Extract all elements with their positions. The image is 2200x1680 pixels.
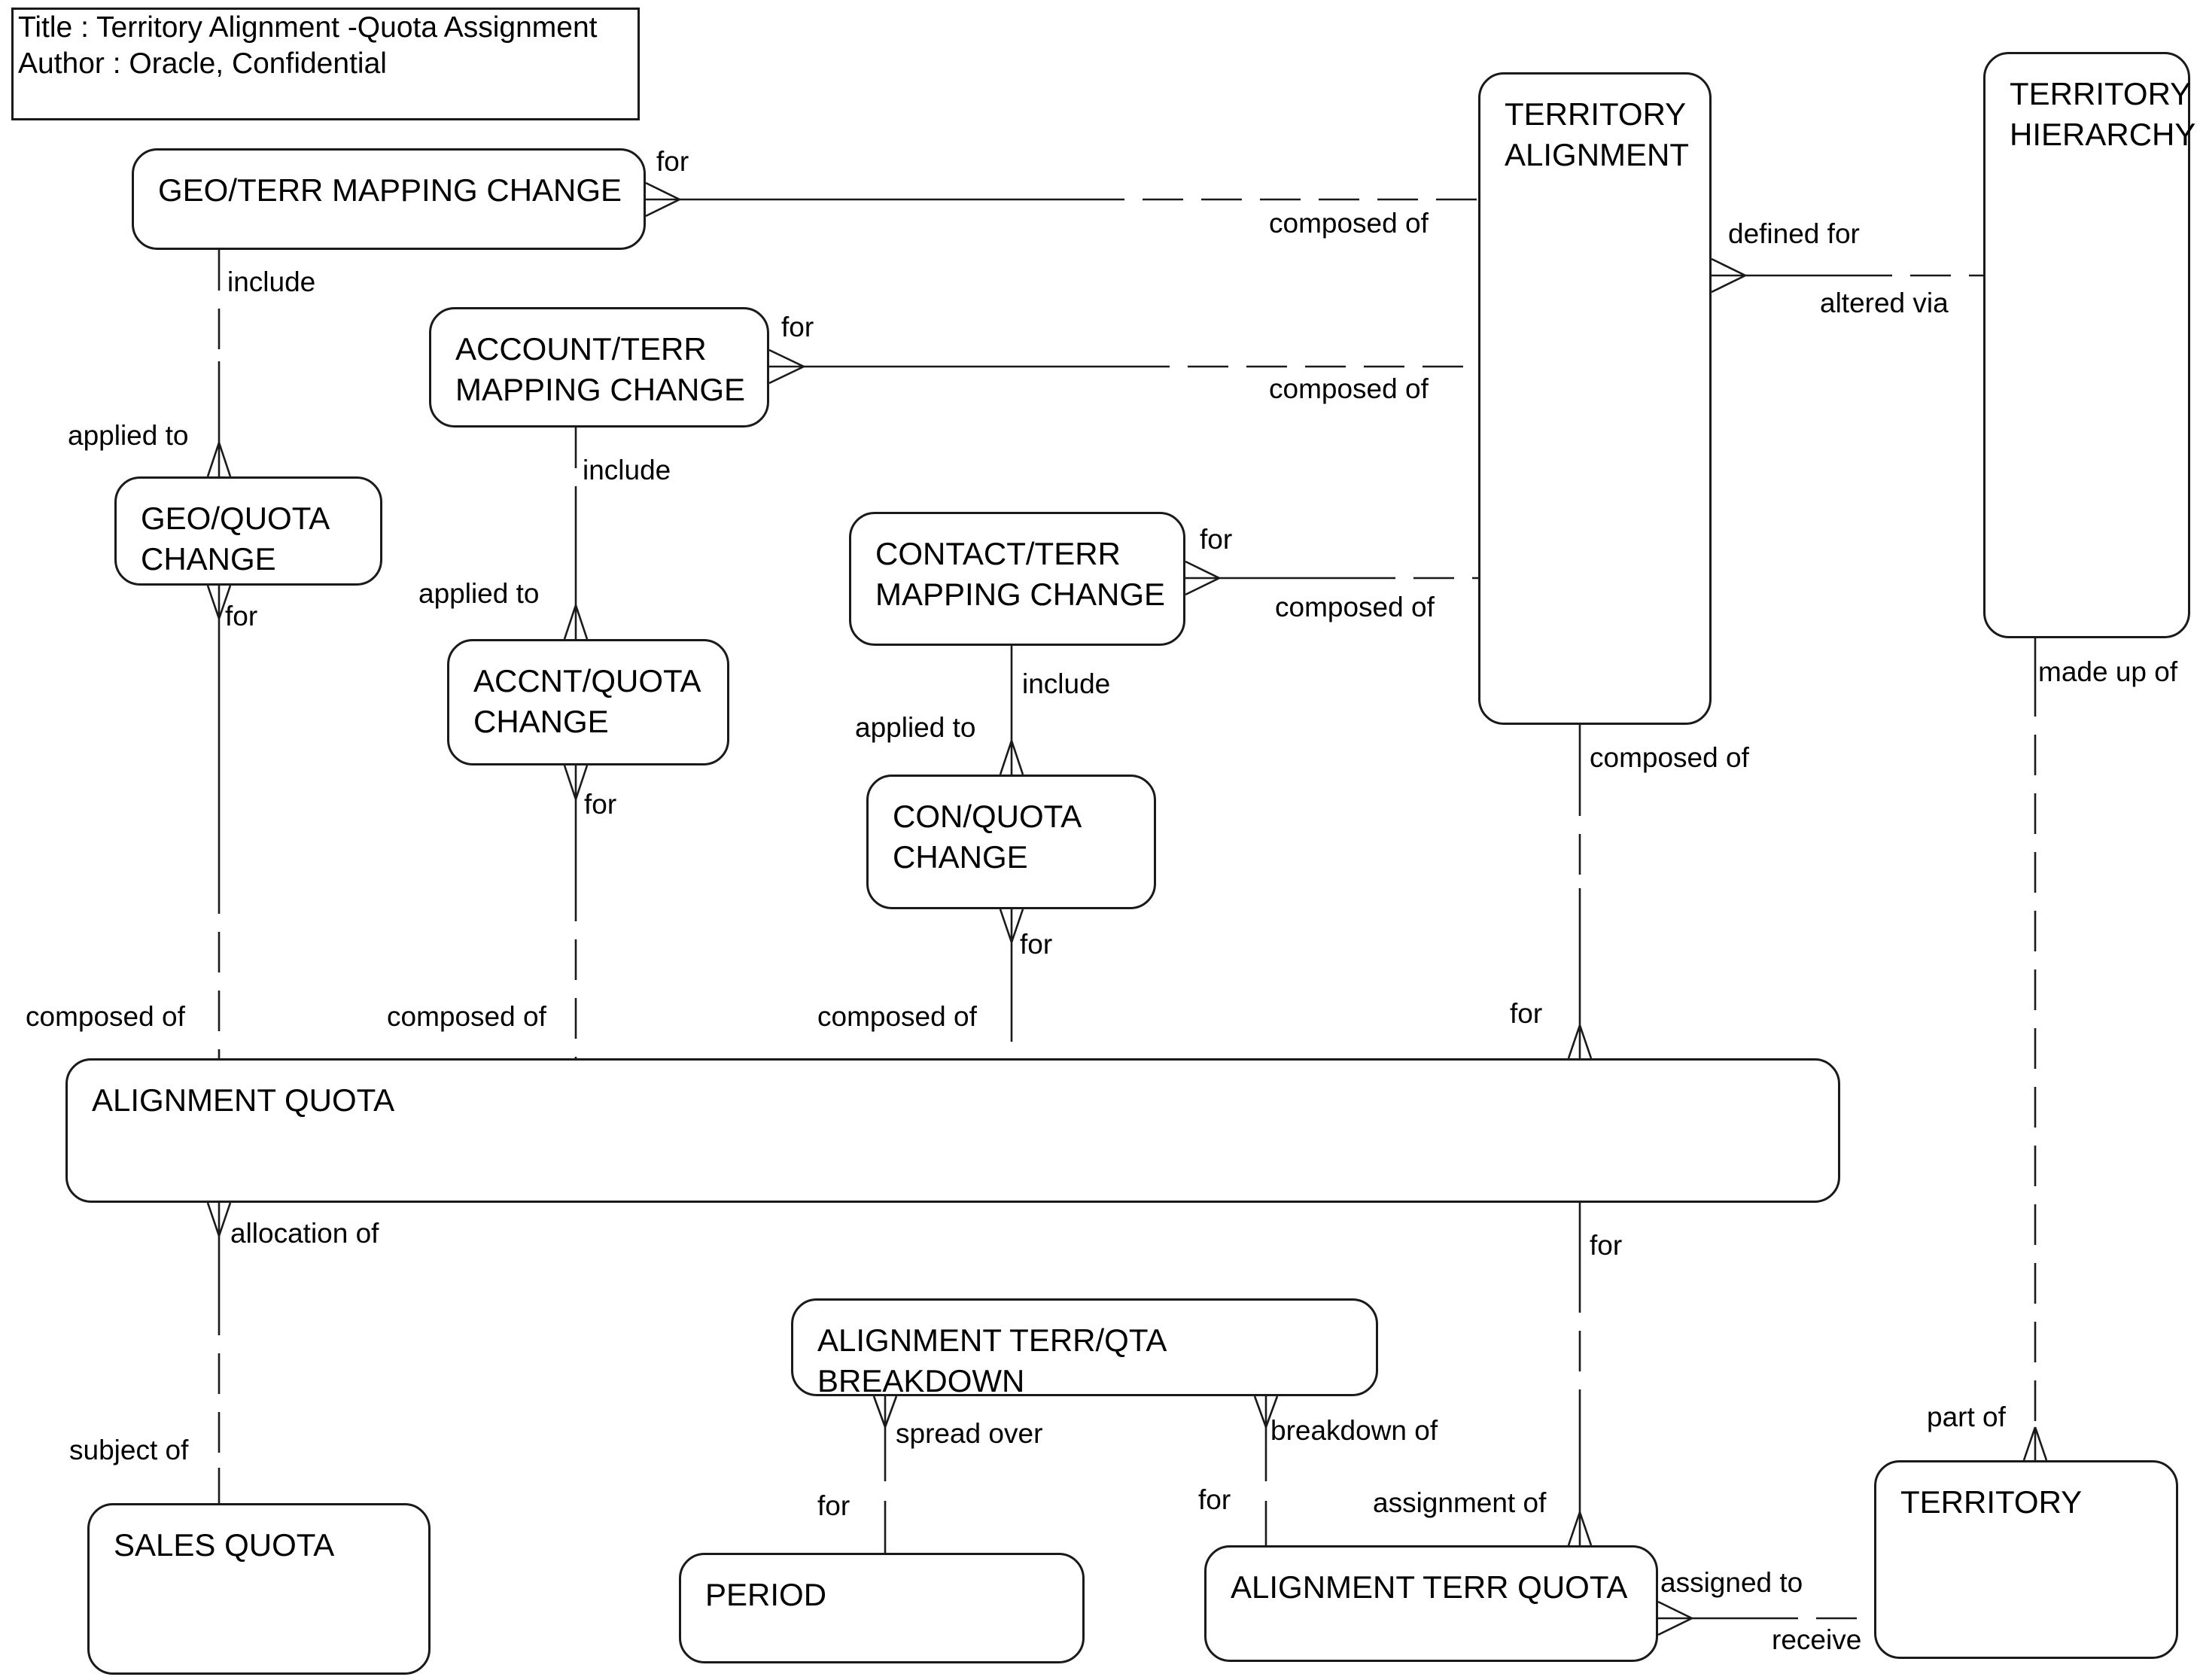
rel-label-composed-of: composed of — [387, 1001, 546, 1032]
rel-territory-hierarchy-to-territory — [2022, 638, 2048, 1461]
rel-accnt-quota-to-alignment-quota — [563, 765, 589, 1058]
rel-label-include: include — [227, 266, 316, 297]
entity-alignment-terr-quota[interactable]: ALIGNMENT TERR QUOTA — [1204, 1545, 1658, 1662]
entity-territory-alignment[interactable]: TERRITORY ALIGNMENT — [1478, 72, 1712, 725]
rel-label-composed-of: composed of — [817, 1001, 977, 1032]
entity-contact-terr-mapping-change[interactable]: CONTACT/TERR MAPPING CHANGE — [849, 512, 1185, 646]
rel-alignment-quota-to-alignment-terr-quota — [1567, 1203, 1593, 1546]
rel-label-part-of: part of — [1927, 1402, 2006, 1432]
rel-label-assignment-of: assignment of — [1373, 1487, 1547, 1518]
rel-con-quota-to-alignment-quota — [999, 908, 1024, 1058]
rel-label-for: for — [1590, 1230, 1623, 1261]
rel-label-composed-of: composed of — [1275, 592, 1435, 622]
rel-label-for: for — [1020, 929, 1053, 960]
rel-label-assigned-to: assigned to — [1660, 1567, 1803, 1598]
rel-geo-terr-to-territory-alignment — [645, 181, 1478, 218]
rel-geo-terr-include-geo-quota — [206, 250, 232, 477]
entity-label: ALIGNMENT TERR QUOTA — [1231, 1569, 1628, 1605]
rel-territory-alignment-to-territory-hierarchy — [1711, 257, 1983, 294]
rel-label-made-up-of: made up of — [2038, 656, 2178, 687]
entity-label: CONTACT/TERR MAPPING CHANGE — [875, 536, 1166, 612]
rel-account-terr-include-accnt-quota — [563, 428, 589, 640]
entity-label: TERRITORY — [1900, 1484, 2083, 1520]
diagram-author: Author : Oracle, Confidential — [18, 47, 387, 80]
entity-geo-quota-change[interactable]: GEO/QUOTA CHANGE — [114, 476, 382, 586]
entity-label: SALES QUOTA — [114, 1527, 335, 1563]
rel-breakdown-to-alignment-terr-quota — [1253, 1395, 1279, 1545]
entity-territory-hierarchy[interactable]: TERRITORY HIERARCHY — [1983, 52, 2196, 638]
rel-label-for: for — [1198, 1484, 1231, 1515]
entity-label: ALIGNMENT TERR/QTA BREAKDOWN — [817, 1322, 1166, 1398]
entity-label: ACCNT/QUOTA CHANGE — [473, 663, 701, 739]
entity-label: CON/QUOTA CHANGE — [893, 799, 1082, 875]
rel-label-composed-of: composed of — [1269, 208, 1429, 239]
rel-breakdown-to-period — [872, 1395, 898, 1553]
rel-label-receive: receive — [1772, 1624, 1862, 1655]
entity-accnt-quota-change[interactable]: ACCNT/QUOTA CHANGE — [447, 639, 729, 765]
entity-sales-quota[interactable]: SALES QUOTA — [87, 1503, 431, 1675]
entity-period[interactable]: PERIOD — [679, 1553, 1085, 1663]
rel-label-for: for — [1510, 998, 1543, 1029]
entity-territory[interactable]: TERRITORY — [1874, 1460, 2178, 1659]
diagram-title: Title : Territory Alignment -Quota Assig… — [18, 11, 598, 44]
rel-label-for: for — [225, 601, 258, 632]
rel-label-composed-of: composed of — [26, 1001, 185, 1032]
entity-alignment-terr-qta-breakdown[interactable]: ALIGNMENT TERR/QTA BREAKDOWN — [791, 1298, 1378, 1398]
entity-label: GEO/TERR MAPPING CHANGE — [158, 172, 622, 208]
rel-account-terr-to-territory-alignment — [768, 348, 1478, 385]
entity-account-terr-mapping-change[interactable]: ACCOUNT/TERR MAPPING CHANGE — [429, 307, 769, 428]
rel-territory-alignment-to-alignment-quota — [1567, 725, 1593, 1059]
rel-label-for: for — [656, 146, 689, 177]
entity-label: ALIGNMENT QUOTA — [92, 1082, 395, 1118]
rel-label-breakdown-of: breakdown of — [1270, 1415, 1438, 1446]
rel-contact-terr-to-territory-alignment — [1185, 560, 1478, 596]
rel-geo-quota-to-alignment-quota — [206, 585, 232, 1058]
rel-alignment-quota-to-sales-quota — [206, 1202, 232, 1503]
rel-alignment-terr-quota-to-territory — [1657, 1600, 1874, 1636]
entity-label: GEO/QUOTA CHANGE — [141, 501, 330, 577]
rel-label-composed-of: composed of — [1590, 742, 1749, 773]
rel-label-for: for — [781, 312, 814, 342]
entity-con-quota-change[interactable]: CON/QUOTA CHANGE — [866, 775, 1156, 909]
diagram-title-box: Title : Territory Alignment -Quota Assig… — [11, 8, 640, 120]
entity-alignment-quota[interactable]: ALIGNMENT QUOTA — [65, 1058, 1840, 1203]
entity-geo-terr-mapping-change[interactable]: GEO/TERR MAPPING CHANGE — [132, 148, 646, 250]
rel-label-include: include — [583, 455, 671, 485]
rel-label-subject-of: subject of — [69, 1435, 189, 1465]
rel-label-defined-for: defined for — [1728, 218, 1860, 249]
rel-label-applied-to: applied to — [68, 420, 189, 451]
rel-label-altered-via: altered via — [1820, 288, 1949, 318]
entity-label: TERRITORY HIERARCHY — [2010, 76, 2196, 152]
rel-label-spread-over: spread over — [896, 1418, 1043, 1449]
entity-label: PERIOD — [705, 1577, 827, 1612]
rel-label-include: include — [1022, 668, 1111, 699]
entity-label: TERRITORY ALIGNMENT — [1505, 96, 1690, 172]
rel-contact-terr-include-con-quota — [999, 646, 1024, 775]
rel-label-allocation-of: allocation of — [230, 1218, 379, 1249]
rel-label-for: for — [1200, 524, 1233, 555]
rel-label-for: for — [817, 1490, 850, 1521]
entity-label: ACCOUNT/TERR MAPPING CHANGE — [455, 331, 746, 407]
rel-label-applied-to: applied to — [855, 712, 976, 743]
rel-label-for: for — [584, 789, 617, 820]
rel-label-composed-of: composed of — [1269, 373, 1429, 404]
rel-label-applied-to: applied to — [418, 578, 540, 609]
